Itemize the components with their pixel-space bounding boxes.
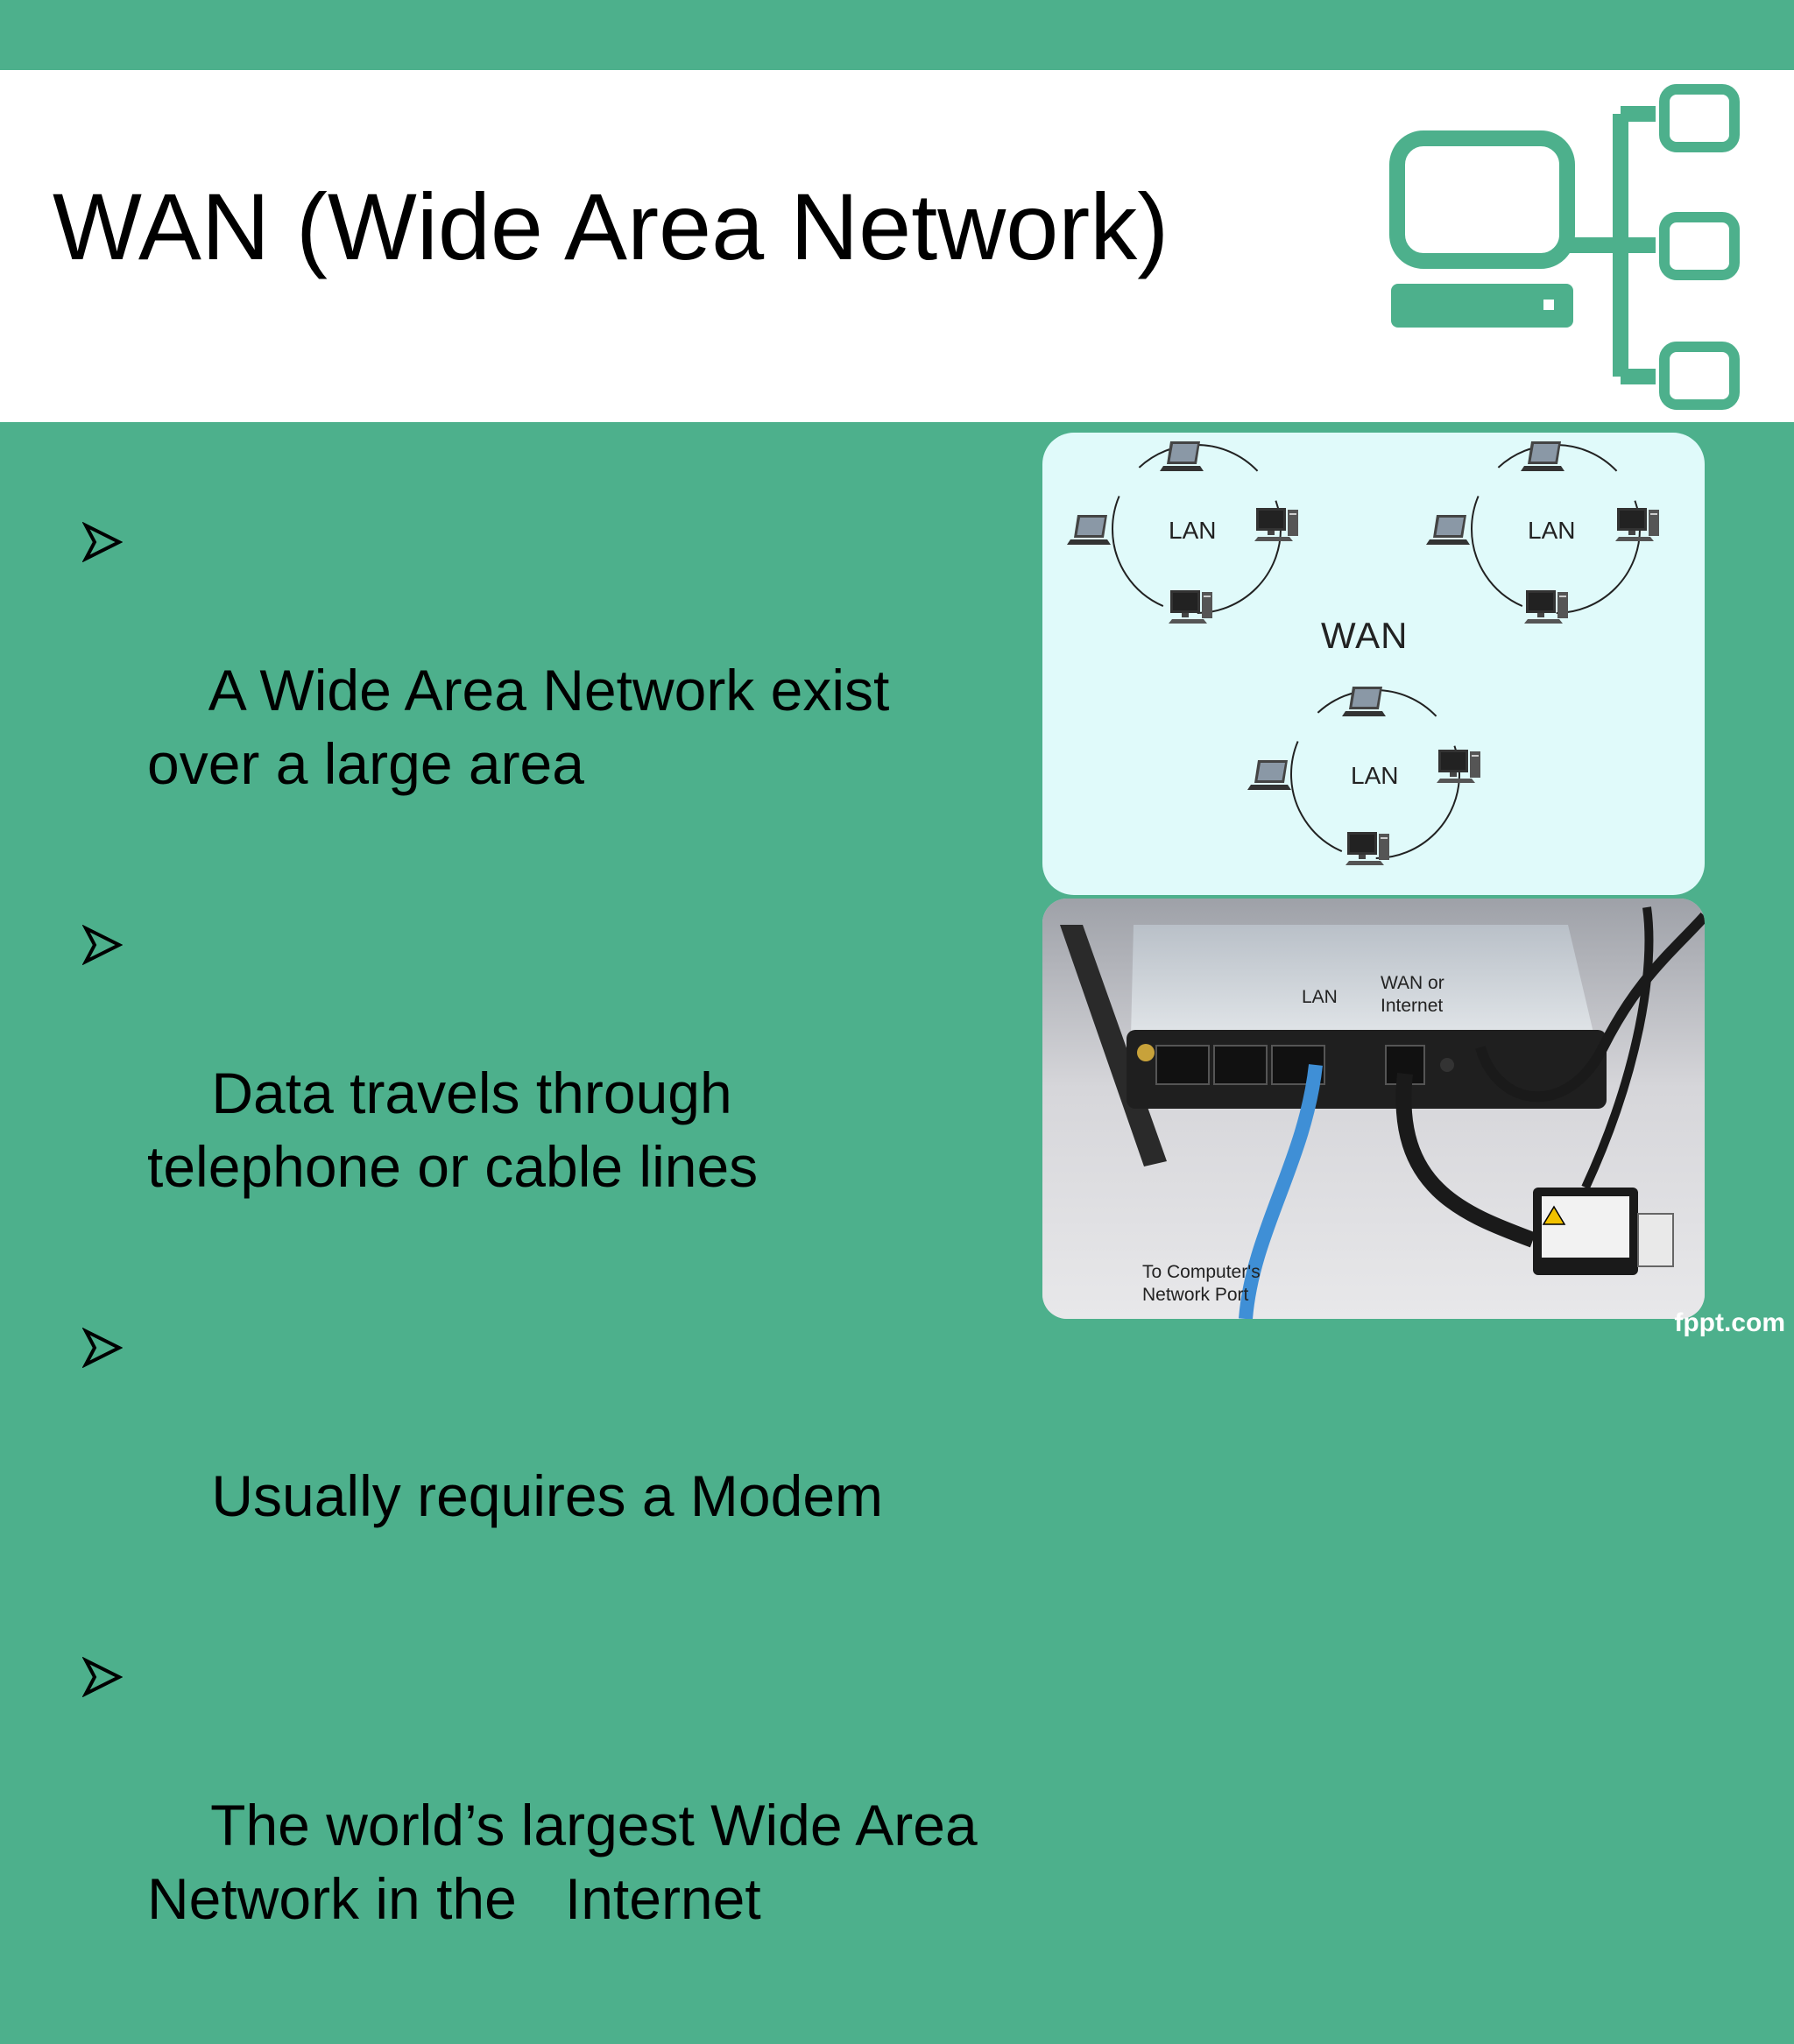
bullet-text: Data travels through telephone or cable …: [147, 1061, 759, 1199]
bullet-item: Usually requires a Modem: [79, 1312, 1007, 1606]
lan-ring: [1426, 441, 1659, 624]
bullet-list: A Wide Area Network exist over a large a…: [79, 506, 1007, 2044]
top-accent-bar: [0, 0, 1794, 70]
bullet-text: A Wide Area Network exist over a large a…: [147, 658, 890, 796]
arrow-bullet-icon: [82, 522, 123, 562]
watermark: fppt.com: [1674, 1308, 1785, 1337]
arrow-bullet-icon: [82, 1657, 123, 1697]
arrow-bullet-icon: [82, 925, 123, 965]
slide-header: [0, 70, 1794, 422]
lan-ring: [1247, 687, 1480, 865]
bullet-item: A Wide Area Network exist over a large a…: [79, 506, 1007, 874]
slide-title: WAN (Wide Area Network): [53, 173, 1169, 279]
lan-ring: [1067, 441, 1298, 624]
lan-port-label: LAN: [1302, 987, 1338, 1007]
lan-label: LAN: [1528, 517, 1576, 544]
bullet-item: Data travels through telephone or cable …: [79, 909, 1007, 1277]
lan-label: LAN: [1351, 762, 1399, 789]
network-computer-icon: [1384, 79, 1769, 420]
router-photo: LAN WAN or Internet To Computer's Networ…: [1042, 899, 1705, 1319]
lan-label: LAN: [1169, 517, 1217, 544]
wan-diagram-image: LAN LAN LAN WAN: [1042, 433, 1705, 895]
wan-label: WAN: [1321, 615, 1409, 656]
arrow-bullet-icon: [82, 1328, 123, 1368]
wan-port-label: WAN or Internet: [1381, 973, 1444, 1016]
bullet-text: The world’s largest Wide Area Network in…: [147, 1793, 978, 1931]
bullet-text: Usually requires a Modem: [211, 1463, 883, 1528]
bullet-item: The world’s largest Wide Area Network in…: [79, 1641, 1007, 2009]
network-port-caption: To Computer's Network Port: [1142, 1262, 1261, 1305]
